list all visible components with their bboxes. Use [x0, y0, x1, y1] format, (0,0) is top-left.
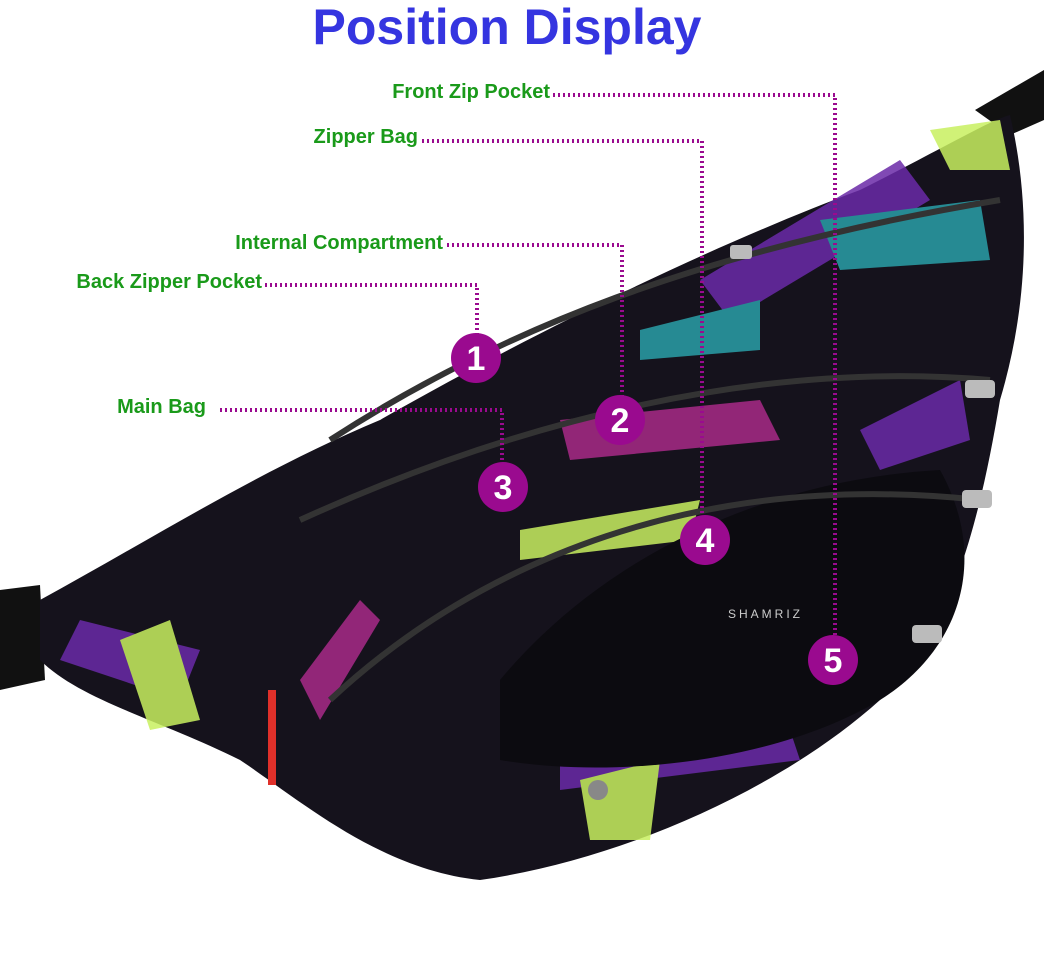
- brand-tag: [268, 690, 276, 785]
- label-back-zipper-pocket: Back Zipper Pocket: [76, 271, 262, 293]
- label-zipper-bag: Zipper Bag: [313, 126, 418, 148]
- brand-logo: SHAMRIZ: [728, 607, 803, 621]
- page-title: Position Display: [312, 0, 702, 55]
- marker-5: 5: [808, 635, 858, 685]
- zipper-pull: [962, 490, 992, 508]
- leader-lines: [220, 93, 837, 640]
- marker-4: 4: [680, 515, 730, 565]
- right-strap: [975, 70, 1044, 135]
- svg-text:5: 5: [824, 642, 843, 680]
- svg-text:2: 2: [611, 402, 630, 440]
- svg-text:3: 3: [494, 469, 513, 507]
- zipper-line: [327, 491, 981, 703]
- label-front-zip-pocket: Front Zip Pocket: [392, 81, 550, 103]
- label-main-bag: Main Bag: [117, 396, 206, 418]
- zipper-pull: [730, 245, 752, 259]
- svg-text:4: 4: [696, 522, 715, 560]
- zipper-pull: [965, 380, 995, 398]
- left-strap: [0, 585, 45, 690]
- bag-pattern: [60, 120, 1010, 840]
- marker-3: 3: [478, 462, 528, 512]
- zipper-line: [328, 197, 1001, 443]
- front-pocket: [500, 470, 965, 768]
- earphone-hole: [588, 780, 608, 800]
- label-internal-compartment: Internal Compartment: [235, 232, 443, 254]
- svg-text:1: 1: [467, 340, 486, 378]
- marker-2: 2: [595, 395, 645, 445]
- zipper-line: [298, 373, 991, 523]
- zipper-pull: [912, 625, 942, 643]
- marker-1: 1: [451, 333, 501, 383]
